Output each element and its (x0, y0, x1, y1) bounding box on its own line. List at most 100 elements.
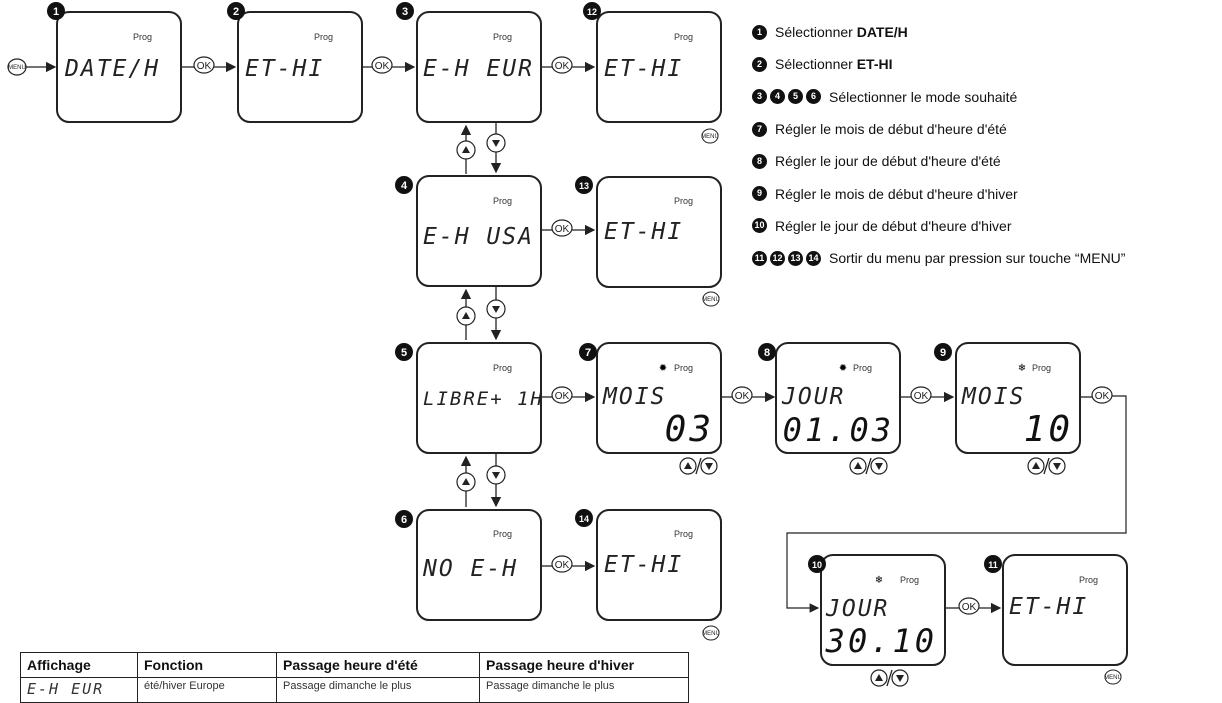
prog-label: Prog (674, 196, 693, 206)
svg-text:11: 11 (988, 560, 998, 570)
svg-text:OK: OK (735, 391, 750, 402)
up-down-buttons[interactable] (679, 457, 718, 475)
table-row: E-H EUR été/hiver Europe Passage dimanch… (20, 677, 689, 703)
svg-text:5: 5 (401, 347, 407, 359)
step-badge-7: 7 (579, 343, 597, 361)
screen-13: Prog ET-HI (596, 176, 722, 288)
ok-button[interactable]: OK (551, 386, 573, 404)
prog-label: Prog (133, 32, 152, 42)
step-badge-11: 11 (984, 555, 1002, 573)
up-button[interactable] (456, 140, 476, 160)
table-cell: été/hiver Europe (137, 677, 277, 703)
legend-text: Sortir du menu par pression sur touche “… (829, 250, 1125, 266)
down-button[interactable] (486, 465, 506, 485)
ok-button[interactable]: OK (958, 597, 980, 615)
legend-text: Sélectionner le mode souhaité (829, 89, 1017, 105)
menu-button[interactable]: MENU (702, 291, 720, 307)
svg-text:12: 12 (587, 7, 597, 17)
svg-text:OK: OK (962, 602, 977, 613)
svg-text:OK: OK (555, 391, 570, 402)
prog-label: Prog (493, 529, 512, 539)
svg-text:8: 8 (764, 347, 770, 359)
ok-button[interactable]: OK (551, 56, 573, 74)
column-header: Affichage (20, 652, 138, 678)
up-button[interactable] (456, 472, 476, 492)
screen-9: ❄ Prog MOIS 10 (955, 342, 1081, 454)
prog-label: Prog (900, 575, 919, 585)
svg-text:OK: OK (375, 61, 390, 72)
ok-button[interactable]: OK (193, 56, 215, 74)
legend-text-plain: Sélectionner (775, 56, 857, 73)
legend-step-badge: 1 (752, 24, 767, 40)
screen-3: Prog E-H EUR (416, 11, 542, 123)
legend-text-plain: Régler le jour de début d'heure d'hiver (775, 217, 1012, 234)
legend-text-plain: Régler le jour de début d'heure d'été (775, 153, 1001, 170)
screen-10: ❄ Prog JOUR 30.10 (820, 554, 946, 666)
snowflake-icon: ❄ (1018, 363, 1026, 374)
step-badge-5: 5 (395, 343, 413, 361)
snowflake-icon: ❄ (875, 575, 883, 586)
legend-text: Régler le mois de début d'heure d'été (775, 121, 1007, 137)
prog-label: Prog (493, 363, 512, 373)
legend-text: Sélectionner DATE/H (775, 24, 908, 40)
legend-text-plain: Sortir du menu par pression sur touche “… (829, 250, 1126, 267)
svg-text:OK: OK (914, 391, 929, 402)
legend-step-badge: 11 (752, 250, 767, 266)
ok-button[interactable]: OK (910, 386, 932, 404)
svg-text:MENU: MENU (702, 297, 720, 303)
screen-2: Prog ET-HI (237, 11, 363, 123)
screen-text: ET-HI (604, 56, 683, 82)
step-badge-2: 2 (227, 2, 245, 20)
screen-text: E-H USA (423, 224, 534, 250)
screen-value: 03 (665, 409, 714, 450)
ok-button[interactable]: OK (1091, 386, 1113, 404)
step-badge-10: 10 (808, 555, 826, 573)
legend-step-badge: 3 (752, 89, 767, 105)
prog-label: Prog (493, 196, 512, 206)
screen-text: ET-HI (1009, 594, 1088, 620)
screen-4: Prog E-H USA (416, 175, 542, 287)
step-badge-14: 14 (575, 509, 593, 527)
up-down-buttons[interactable] (870, 669, 909, 687)
screen-value: 30.10 (825, 622, 937, 660)
ok-button[interactable]: OK (731, 386, 753, 404)
svg-text:MENU: MENU (1104, 675, 1122, 681)
sun-icon: ✹ (659, 363, 667, 374)
legend-step-badge: 14 (806, 250, 821, 266)
legend-text: Régler le mois de début d'heure d'hiver (775, 186, 1018, 202)
up-down-buttons[interactable] (849, 457, 888, 475)
screen-text: MOIS (961, 384, 1025, 410)
menu-button[interactable]: MENU (1104, 669, 1122, 685)
column-header: Passage heure d'hiver (479, 652, 689, 678)
legend-step-badge: 2 (752, 56, 767, 72)
screen-11: Prog ET-HI (1002, 554, 1128, 666)
up-down-buttons[interactable] (1027, 457, 1066, 475)
prog-label: Prog (1079, 575, 1098, 585)
prog-label: Prog (674, 363, 693, 373)
table-cell: E-H EUR (20, 677, 138, 703)
ok-button[interactable]: OK (371, 56, 393, 74)
prog-label: Prog (314, 32, 333, 42)
ok-button[interactable]: OK (551, 555, 573, 573)
ok-button[interactable]: OK (551, 219, 573, 237)
svg-text:6: 6 (401, 514, 407, 526)
menu-button[interactable]: MENU (702, 625, 720, 641)
svg-text:13: 13 (579, 181, 589, 191)
up-button[interactable] (456, 306, 476, 326)
menu-entry-button[interactable]: MENU (7, 58, 27, 76)
prog-label: Prog (674, 32, 693, 42)
svg-text:OK: OK (1095, 391, 1110, 402)
down-button[interactable] (486, 299, 506, 319)
down-button[interactable] (486, 133, 506, 153)
column-header: Fonction (137, 652, 277, 678)
screen-text: JOUR (825, 596, 889, 622)
screen-12: Prog ET-HI (596, 11, 722, 123)
menu-button[interactable]: MENU (701, 128, 719, 144)
step-badge-9: 9 (934, 343, 952, 361)
screen-text: NO E-H (422, 556, 518, 582)
